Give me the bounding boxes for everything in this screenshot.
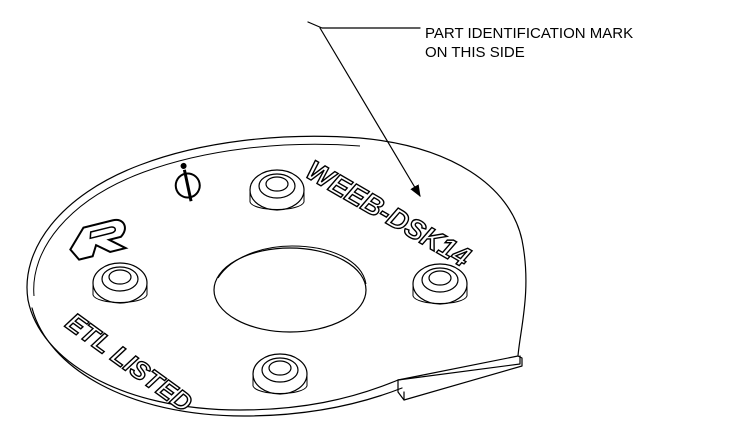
callout-line-1: PART IDENTIFICATION MARK — [425, 25, 633, 42]
center-hole-icon — [213, 245, 367, 333]
part-listing-marking: ETL LISTED — [60, 307, 198, 419]
manufacturer-logo-icon — [174, 162, 201, 202]
part-model-marking: WEEB-DSK14 — [301, 154, 476, 273]
mounting-hole-right-icon — [412, 263, 468, 305]
mounting-hole-bottom-icon — [252, 353, 308, 395]
leader-arrow-icon — [307, 21, 421, 198]
mounting-hole-top-icon — [249, 169, 305, 211]
certification-logo-icon — [69, 218, 129, 261]
washer-disk-icon — [26, 135, 527, 417]
callout-line-2: ON THIS SIDE — [425, 44, 525, 61]
mounting-hole-left-icon — [92, 262, 148, 304]
